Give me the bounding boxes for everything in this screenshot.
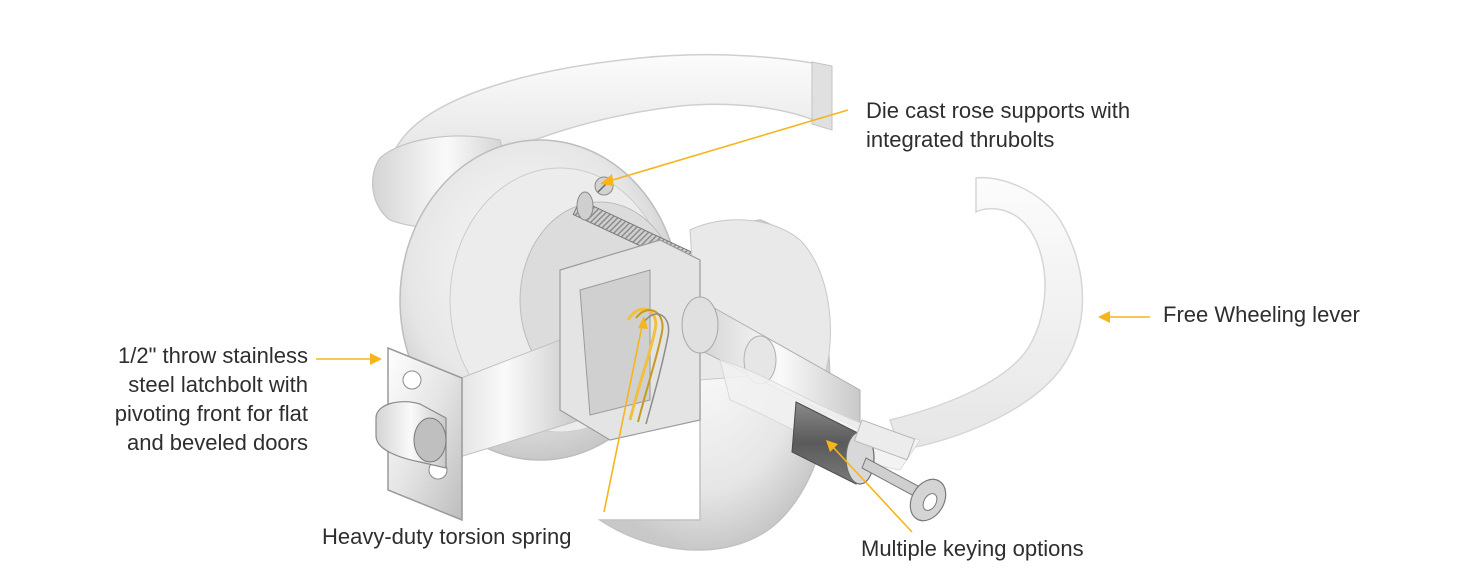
callout-latchbolt: 1/2" throw stainless steel latchbolt wit… <box>114 343 308 455</box>
leader-lines <box>316 109 1150 533</box>
arrowhead-lever <box>1098 311 1110 323</box>
chassis-cutaway <box>559 239 701 441</box>
arrowhead-keying <box>826 440 838 452</box>
callout-rose-supports: Die cast rose supports with integrated t… <box>866 98 1131 152</box>
leader-rose <box>605 109 849 183</box>
torsion-spring <box>626 307 670 425</box>
arrowhead-rose <box>600 174 614 186</box>
callout-free-wheeling-lever: Free Wheeling lever <box>1163 302 1360 327</box>
arrowhead-latch <box>370 353 382 365</box>
callout-keying-options: Multiple keying options <box>861 536 1084 561</box>
leader-arrowheads <box>370 174 1110 452</box>
key-icon <box>861 457 947 522</box>
leader-spring <box>603 325 643 513</box>
leader-keying <box>831 445 913 533</box>
callout-torsion-spring: Heavy-duty torsion spring <box>322 524 572 549</box>
arrowhead-spring <box>638 316 648 329</box>
latchbolt-faceplate: Yale <box>375 346 463 522</box>
